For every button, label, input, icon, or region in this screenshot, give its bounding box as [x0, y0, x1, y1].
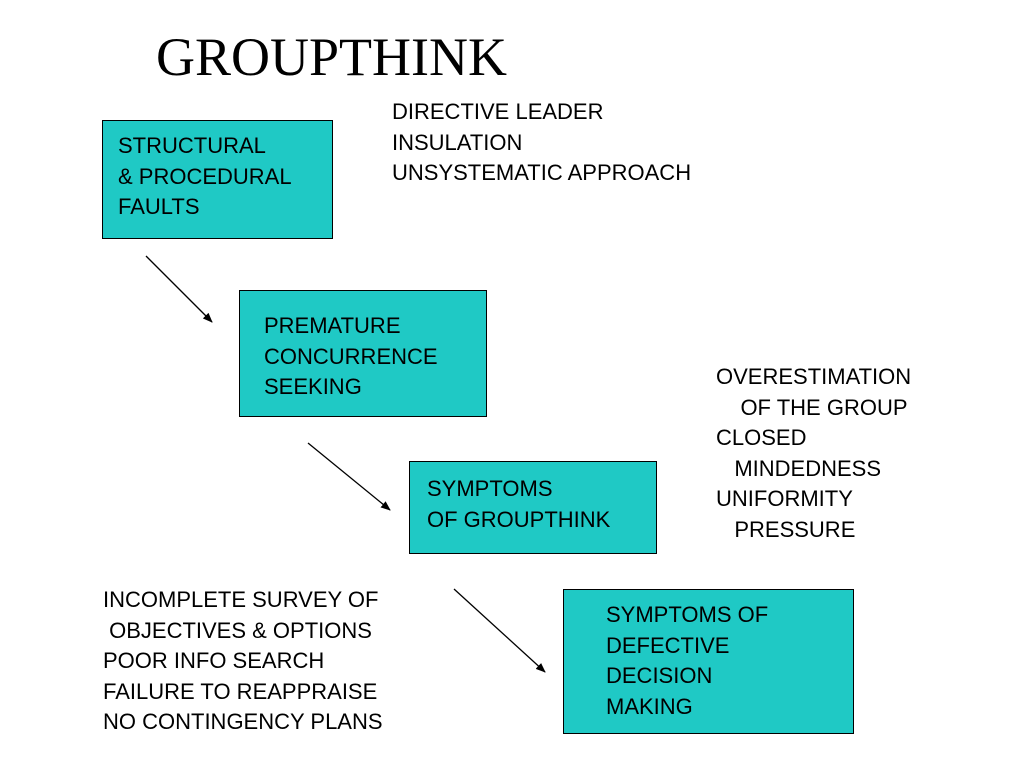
note-line: CLOSED [716, 425, 807, 450]
note-line: UNIFORMITY [716, 486, 853, 511]
faults-notes: DIRECTIVE LEADER INSULATION UNSYSTEMATIC… [392, 97, 691, 189]
note-line: OF THE GROUP [716, 394, 908, 420]
arrow-1 [145, 255, 213, 323]
structural-faults-box [102, 120, 333, 239]
note-line: OBJECTIVES & OPTIONS [103, 617, 372, 643]
premature-concurrence-text: PREMATURE CONCURRENCE SEEKING [264, 311, 438, 403]
arrow-3 [453, 588, 546, 673]
defective-decision-box [563, 589, 854, 734]
note-line: NO CONTINGENCY PLANS [103, 709, 383, 734]
premature-concurrence-box [239, 290, 487, 417]
page-title: GROUPTHINK [156, 27, 507, 87]
symptoms-groupthink-text: SYMPTOMS OF GROUPTHINK [427, 474, 610, 535]
box-line: STRUCTURAL [118, 133, 266, 158]
note-line: PRESSURE [716, 516, 856, 542]
note-line: OVERESTIMATION [716, 364, 912, 389]
note-line: MINDEDNESS [716, 455, 882, 481]
box-line: SYMPTOMS OF [606, 602, 769, 627]
box-line: FAULTS [118, 194, 200, 219]
note-line: INCOMPLETE SURVEY OF [103, 587, 379, 612]
symptoms-groupthink-box [409, 461, 657, 554]
note-line: POOR INFO SEARCH [103, 648, 325, 673]
box-line: DECISION [606, 663, 713, 688]
box-line: SEEKING [264, 374, 362, 399]
arrow-2 [307, 442, 391, 511]
box-line: PREMATURE [264, 313, 401, 338]
box-line: MAKING [606, 693, 693, 719]
symptoms-notes: OVERESTIMATION OF THE GROUP CLOSED MINDE… [716, 362, 911, 545]
note-line: DIRECTIVE LEADER [392, 99, 604, 124]
note-line: UNSYSTEMATIC APPROACH [392, 160, 692, 185]
note-line: FAILURE TO REAPPRAISE [103, 678, 378, 704]
box-line: SYMPTOMS [427, 476, 553, 501]
box-line: CONCURRENCE [264, 343, 438, 369]
box-line: DEFECTIVE [606, 632, 730, 658]
structural-faults-text: STRUCTURAL & PROCEDURAL FAULTS [118, 131, 292, 223]
note-line: INSULATION [392, 129, 523, 155]
box-line: & PROCEDURAL [118, 163, 292, 189]
defective-decision-text: SYMPTOMS OF DEFECTIVE DECISION MAKING [606, 600, 768, 722]
decision-notes: INCOMPLETE SURVEY OF OBJECTIVES & OPTION… [103, 585, 383, 738]
box-line: OF GROUPTHINK [427, 506, 611, 532]
